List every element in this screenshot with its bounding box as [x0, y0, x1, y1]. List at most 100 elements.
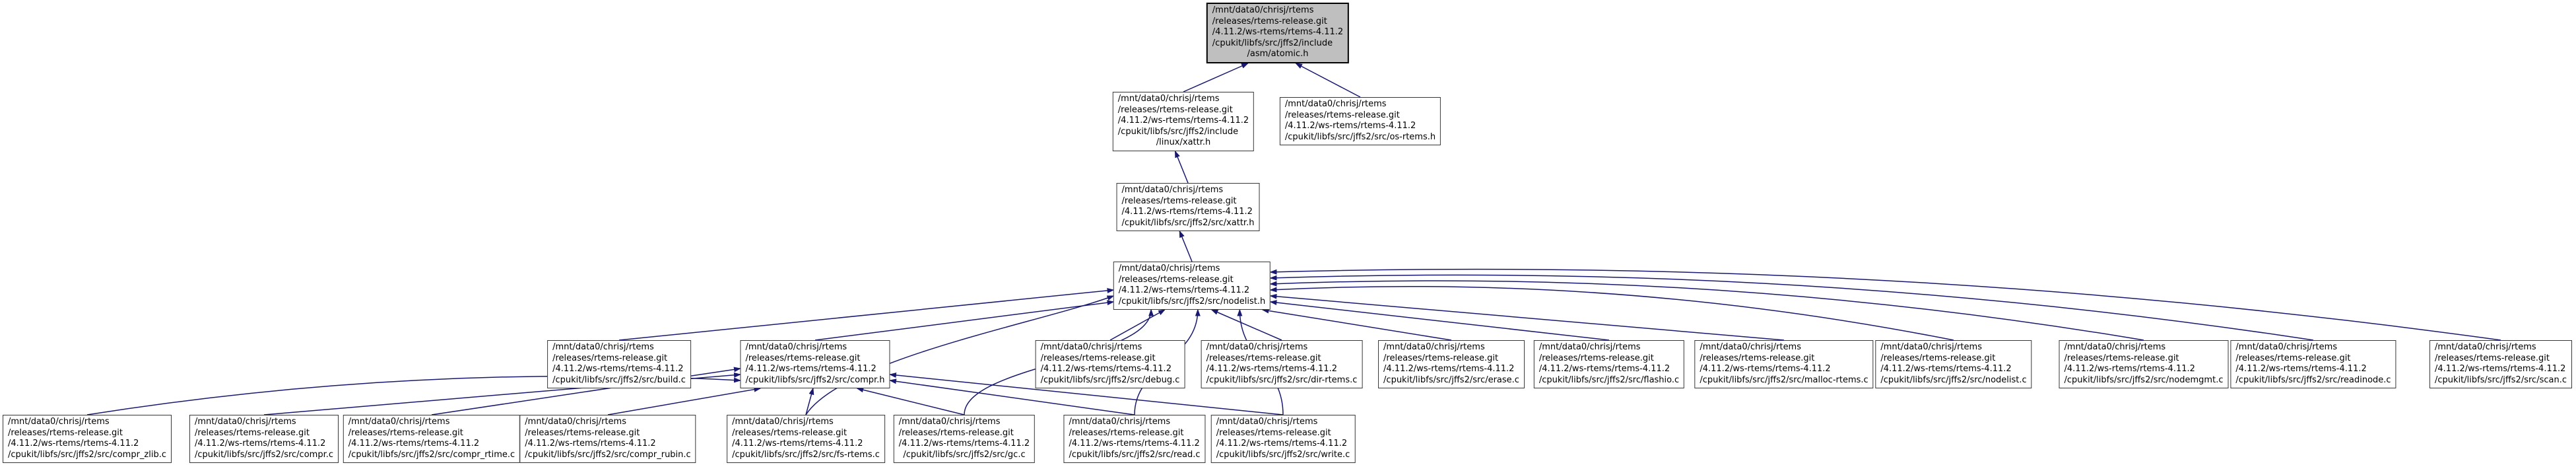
edge-fs-rtems-c-to-nodelist-h — [805, 295, 1115, 415]
graph-node-erase-c[interactable]: /mnt/data0/chrisj/rtems/releases/rtems-r… — [1378, 340, 1525, 388]
node-label-line: /cpukit/libfs/src/jffs2/src/gc.c — [903, 449, 1026, 460]
graph-node-compr-c[interactable]: /mnt/data0/chrisj/rtems/releases/rtems-r… — [189, 415, 339, 463]
node-label-line: /linux/xattr.h — [1156, 137, 1211, 147]
node-label-line: /4.11.2/ws-rtems/rtems-4.11.2 — [1880, 364, 2012, 374]
node-label-line: /mnt/data0/chrisj/rtems — [1118, 264, 1220, 273]
node-label-line: /4.11.2/ws-rtems/rtems-4.11.2 — [1538, 364, 1670, 374]
node-label-line: /4.11.2/ws-rtems/rtems-4.11.2 — [8, 439, 139, 448]
edge-compr-rubin-c-to-compr-h — [607, 386, 762, 415]
edge-dir-rtems-c-to-nodelist-h — [1210, 309, 1282, 341]
edge-erase-c-to-nodelist-h — [1261, 308, 1452, 341]
node-label-line: /releases/rtems-release.git — [1121, 196, 1237, 206]
node-label-line: /cpukit/libfs/src/jffs2/src/read.c — [1069, 449, 1201, 460]
graph-node-nodemgmt-c[interactable]: /mnt/data0/chrisj/rtems/releases/rtems-r… — [2059, 340, 2229, 388]
edge-compr-h-to-nodelist-h — [814, 300, 1115, 341]
node-label-line: /cpukit/libfs/src/jffs2/src/compr_zlib.c — [8, 449, 166, 460]
graph-node-debug-c[interactable]: /mnt/data0/chrisj/rtems/releases/rtems-r… — [1035, 340, 1185, 388]
node-label-line: /mnt/data0/chrisj/rtems — [1206, 342, 1308, 352]
graph-node-src-xattr-h[interactable]: /mnt/data0/chrisj/rtems/releases/rtems-r… — [1116, 183, 1260, 231]
node-label-line: /mnt/data0/chrisj/rtems — [2235, 342, 2338, 352]
node-label-line: /mnt/data0/chrisj/rtems — [1538, 342, 1641, 352]
node-label-line: /cpukit/libfs/src/jffs2/src/dir-rtems.c — [1206, 375, 1358, 385]
node-label-line: /mnt/data0/chrisj/rtems — [8, 417, 110, 427]
node-label-line: /releases/rtems-release.git — [195, 427, 310, 438]
node-label-line: /cpukit/libfs/src/jffs2/src/compr.h — [745, 375, 885, 385]
node-label-line: /mnt/data0/chrisj/rtems — [1117, 94, 1220, 104]
graph-node-malloc-rtems-c[interactable]: /mnt/data0/chrisj/rtems/releases/rtems-r… — [1694, 340, 1874, 388]
node-label-line: /cpukit/libfs/src/jffs2/src/nodelist.h — [1118, 296, 1266, 306]
node-label-line: /mnt/data0/chrisj/rtems — [1121, 185, 1224, 195]
graph-node-compr-rubin-c[interactable]: /mnt/data0/chrisj/rtems/releases/rtems-r… — [519, 415, 696, 463]
graph-node-write-c[interactable]: /mnt/data0/chrisj/rtems/releases/rtems-r… — [1210, 415, 1356, 463]
node-label-line: /mnt/data0/chrisj/rtems — [2435, 342, 2536, 352]
graph-node-linux-xattr-h[interactable]: /mnt/data0/chrisj/rtems/releases/rtems-r… — [1112, 92, 1255, 151]
node-label-line: /4.11.2/ws-rtems/rtems-4.11.2 — [348, 439, 480, 448]
node-label-line: /4.11.2/ws-rtems/rtems-4.11.2 — [732, 439, 863, 448]
graph-node-gc-c[interactable]: /mnt/data0/chrisj/rtems/releases/rtems-r… — [893, 415, 1036, 463]
edge-linux-xattr-h-to-atomic-h — [1183, 63, 1249, 92]
node-label-line: /4.11.2/ws-rtems/rtems-4.11.2 — [2235, 364, 2367, 374]
node-label-line: /4.11.2/ws-rtems/rtems-4.11.2 — [1069, 439, 1200, 448]
node-label-line: /4.11.2/ws-rtems/rtems-4.11.2 — [745, 364, 876, 374]
edge-os-rtems-h-to-atomic-h — [1295, 63, 1361, 98]
node-label-line: /releases/rtems-release.git — [1212, 16, 1327, 26]
graph-node-compr-rtime-c[interactable]: /mnt/data0/chrisj/rtems/releases/rtems-r… — [343, 415, 521, 463]
node-label-line: /releases/rtems-release.git — [2064, 353, 2179, 363]
node-label-line: /mnt/data0/chrisj/rtems — [898, 417, 1001, 427]
edge-debug-c-to-nodelist-h — [1109, 309, 1166, 341]
graph-node-readinode-c[interactable]: /mnt/data0/chrisj/rtems/releases/rtems-r… — [2230, 340, 2396, 388]
node-label-line: /4.11.2/ws-rtems/rtems-4.11.2 — [1212, 27, 1344, 37]
node-label-line: /releases/rtems-release.git — [2435, 353, 2550, 363]
node-label-line: /cpukit/libfs/src/jffs2/src/build.c — [552, 375, 686, 385]
node-label-line: /cpukit/libfs/src/jffs2/src/malloc-rtems… — [1700, 375, 1868, 385]
node-label-line: /4.11.2/ws-rtems/rtems-4.11.2 — [1118, 285, 1250, 295]
node-label-line: /4.11.2/ws-rtems/rtems-4.11.2 — [1206, 364, 1337, 374]
graph-node-flashio-c[interactable]: /mnt/data0/chrisj/rtems/releases/rtems-r… — [1533, 340, 1685, 388]
graph-node-nodelist-c[interactable]: /mnt/data0/chrisj/rtems/releases/rtems-r… — [1875, 340, 2032, 388]
graph-node-read-c[interactable]: /mnt/data0/chrisj/rtems/releases/rtems-r… — [1063, 415, 1206, 463]
node-label-line: /releases/rtems-release.git — [1216, 427, 1331, 438]
node-label-line: /4.11.2/ws-rtems/rtems-4.11.2 — [552, 364, 684, 374]
node-label-line: /releases/rtems-release.git — [1880, 353, 1996, 363]
node-label-line: /releases/rtems-release.git — [1117, 104, 1233, 115]
node-label-line: /cpukit/libfs/src/jffs2/src/write.c — [1216, 449, 1350, 460]
node-label-line: /mnt/data0/chrisj/rtems — [1212, 5, 1314, 15]
edge-nodemgmt-c-to-nodelist-h — [1269, 280, 2144, 341]
node-label-line: /4.11.2/ws-rtems/rtems-4.11.2 — [2435, 364, 2566, 374]
node-label-line: /cpukit/libfs/src/jffs2/include — [1212, 38, 1333, 48]
node-label-line: /releases/rtems-release.git — [1118, 274, 1234, 285]
graph-node-compr-h[interactable]: /mnt/data0/chrisj/rtems/releases/rtems-r… — [740, 340, 890, 388]
node-label-line: /releases/rtems-release.git — [1040, 353, 1156, 363]
node-label-line: /mnt/data0/chrisj/rtems — [732, 417, 834, 427]
graph-node-scan-c[interactable]: /mnt/data0/chrisj/rtems/releases/rtems-r… — [2429, 340, 2572, 388]
node-label-line: /4.11.2/ws-rtems/rtems-4.11.2 — [1121, 207, 1253, 217]
node-label-line: /cpukit/libfs/src/jffs2/src/compr_rubin.… — [525, 449, 691, 460]
graph-node-fs-rtems-c[interactable]: /mnt/data0/chrisj/rtems/releases/rtems-r… — [727, 415, 885, 463]
node-label-line: /cpukit/libfs/src/jffs2/src/os-rtems.h — [1284, 131, 1436, 142]
node-label-line: /cpukit/libfs/src/jffs2/src/nodemgmt.c — [2064, 375, 2224, 385]
node-label-line: /cpukit/libfs/src/jffs2/include — [1117, 126, 1239, 137]
edge-readinode-c-to-nodelist-h — [1269, 274, 2314, 341]
edge-write-c-to-compr-h — [889, 372, 1284, 415]
node-label-line: /releases/rtems-release.git — [1069, 427, 1184, 438]
node-label-line: /mnt/data0/chrisj/rtems — [1284, 99, 1387, 109]
node-label-line: /mnt/data0/chrisj/rtems — [552, 342, 654, 352]
edge-fs-rtems-c-to-compr-h — [805, 387, 814, 415]
node-label-line: /cpukit/libfs/src/jffs2/src/scan.c — [2435, 375, 2567, 385]
edge-nodelist-c-to-nodelist-h — [1269, 285, 1954, 341]
node-label-line: /cpukit/libfs/src/jffs2/src/xattr.h — [1121, 217, 1255, 228]
graph-node-compr-zlib-c[interactable]: /mnt/data0/chrisj/rtems/releases/rtems-r… — [3, 415, 172, 463]
node-label-line: /releases/rtems-release.git — [732, 427, 847, 438]
node-label-line: /releases/rtems-release.git — [348, 427, 463, 438]
graph-node-build-c[interactable]: /mnt/data0/chrisj/rtems/releases/rtems-r… — [547, 340, 691, 388]
edge-read-c-to-compr-h — [889, 378, 1135, 415]
graph-node-dir-rtems-c[interactable]: /mnt/data0/chrisj/rtems/releases/rtems-r… — [1201, 340, 1363, 388]
graph-node-atomic-h[interactable]: /mnt/data0/chrisj/rtems/releases/rtems-r… — [1206, 3, 1350, 63]
node-label-line: /mnt/data0/chrisj/rtems — [1880, 342, 1982, 352]
graph-node-os-rtems-h[interactable]: /mnt/data0/chrisj/rtems/releases/rtems-r… — [1279, 97, 1441, 145]
node-label-line: /cpukit/libfs/src/jffs2/src/compr.c — [195, 449, 333, 460]
node-label-line: /cpukit/libfs/src/jffs2/src/flashio.c — [1538, 375, 1680, 385]
node-label-line: /releases/rtems-release.git — [1700, 353, 1815, 363]
graph-node-nodelist-h[interactable]: /mnt/data0/chrisj/rtems/releases/rtems-r… — [1113, 262, 1271, 310]
